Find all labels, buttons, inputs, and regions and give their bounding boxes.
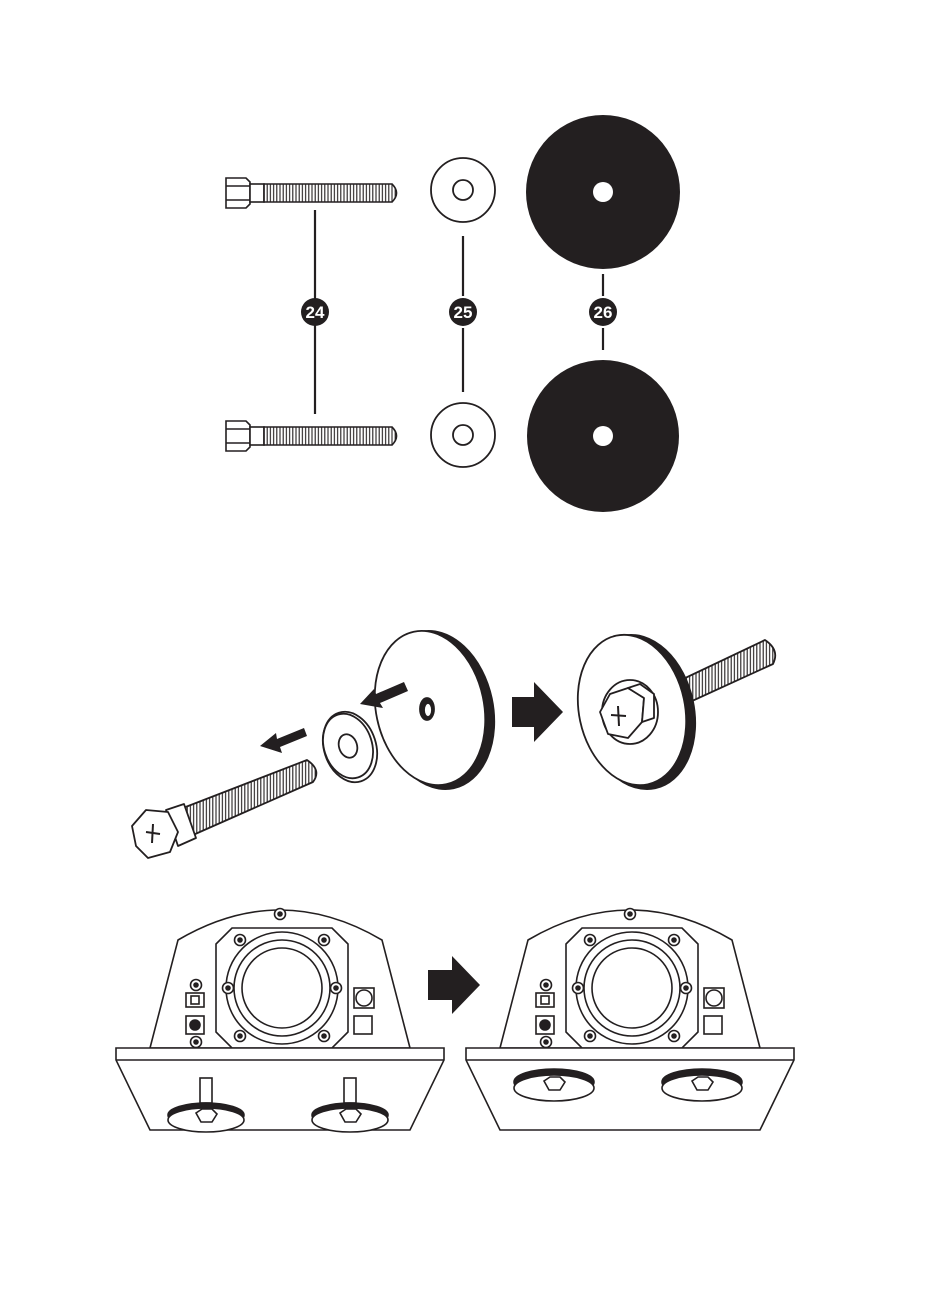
pad-part-top: [526, 115, 680, 269]
bolt-number-badge: 24: [301, 298, 329, 326]
exploded-assembly: [132, 620, 508, 858]
exploded-washer: [314, 705, 386, 790]
enclosure-before: [116, 909, 444, 1131]
washer-part-top: [431, 158, 495, 222]
driver-before: [216, 928, 348, 1048]
assembled-foot: [564, 624, 775, 799]
bolt-part-bottom: [226, 421, 397, 451]
washer-number-badge: 25: [449, 298, 477, 326]
step-arrow-2-icon: [428, 956, 480, 1014]
pad-number-badge: 26: [589, 298, 617, 326]
bolt-part-top: [226, 178, 397, 208]
exploded-bolt: [132, 760, 316, 858]
arrow-washer-icon: [260, 728, 307, 753]
pad-number-label: 26: [594, 303, 613, 322]
washer-number-label: 25: [454, 303, 473, 322]
parts-section: 24 25 26: [226, 115, 680, 512]
pad-part-bottom: [527, 360, 679, 512]
driver-after: [566, 928, 698, 1048]
bolt-number-label: 24: [306, 303, 325, 322]
exploded-pad: [361, 620, 508, 800]
step-arrow-icon: [512, 682, 563, 742]
enclosure-after: [466, 909, 794, 1131]
washer-part-bottom: [431, 403, 495, 467]
